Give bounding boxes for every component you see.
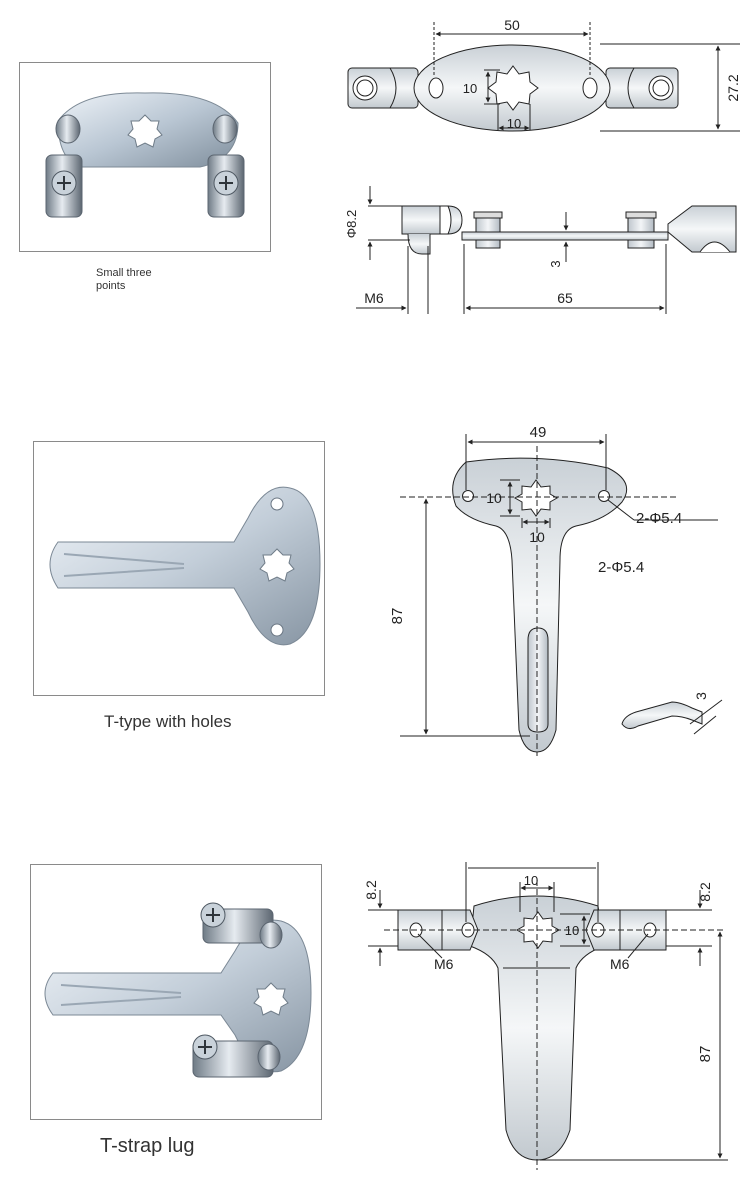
dim-square-h: 10 xyxy=(463,81,477,96)
dim-strap-hole-h: 10 xyxy=(565,923,579,938)
dim-holes-b: 2-Φ5.4 xyxy=(598,559,644,576)
t-type-bracket-photo xyxy=(49,486,321,646)
dim-hole-w: 10 xyxy=(529,529,545,545)
dim-lug-h-right: 8.2 xyxy=(697,882,713,902)
dim-thickness-3-t: 3 xyxy=(693,692,709,700)
caption-t-type-with-holes: T-type with holes xyxy=(104,712,232,731)
dim-thickness-3: 3 xyxy=(548,260,563,267)
drawing-t-type-with-holes xyxy=(400,434,723,756)
three-points-bracket-photo xyxy=(45,92,245,218)
dim-hole-h: 10 xyxy=(486,490,502,506)
photo-t-strap-lug xyxy=(30,864,322,1120)
drawing-t-strap-lug xyxy=(368,862,728,1170)
photo-small-three-points xyxy=(19,62,271,252)
t-strap-lug-photo xyxy=(44,902,312,1078)
photo-t-type-with-holes xyxy=(33,441,325,696)
dim-length-65: 65 xyxy=(557,290,573,306)
caption-t-strap-lug: T-strap lug xyxy=(100,1135,195,1157)
dim-height-27-2: 27.2 xyxy=(725,74,741,101)
dim-width-49: 49 xyxy=(530,424,547,441)
dim-square-w: 10 xyxy=(507,116,521,131)
dim-thread-m6: M6 xyxy=(364,290,384,306)
dim-lug-dia: Φ8.2 xyxy=(344,210,359,238)
caption-small-three-points: Small three points xyxy=(96,267,152,292)
dim-thread-left: M6 xyxy=(434,956,454,972)
dim-lug-h-left: 8.2 xyxy=(363,880,379,900)
dim-height-87: 87 xyxy=(389,608,406,625)
drawing-three-points-top-view xyxy=(347,22,740,132)
dim-strap-height-87: 87 xyxy=(697,1046,714,1063)
drawing-three-points-side-view xyxy=(356,186,737,314)
dim-holes-a: 2-Φ5.4 xyxy=(636,510,682,527)
dim-thread-right: M6 xyxy=(610,956,630,972)
dim-width-50: 50 xyxy=(504,17,520,33)
dim-strap-hole-w: 10 xyxy=(524,873,538,888)
